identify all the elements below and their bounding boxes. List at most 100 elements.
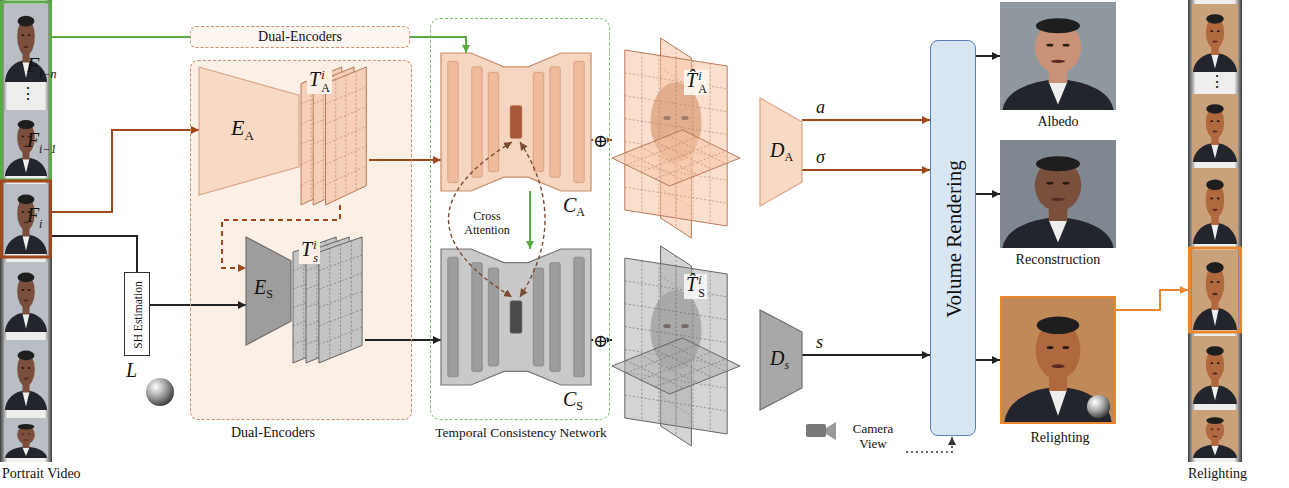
triplane-out-a: T̂iA [612,38,740,238]
portrait-mouth [1212,209,1218,211]
math-label: CA [561,195,587,218]
portrait-eye [1210,281,1213,283]
bottleneck-block [510,301,522,334]
portrait-shirt [1211,386,1218,400]
caption-label: Dual-Encoders [231,425,315,441]
label-text: L [126,359,137,381]
portrait-shirt [22,159,29,173]
decoder-s: Ds [760,310,802,410]
grid-line [641,352,711,380]
portrait-eye [1210,30,1213,32]
connector [150,304,246,306]
temporal-group: Temporal Consistency NetworkCACS [430,18,610,420]
relit-strip: Relighting [1188,0,1242,462]
portrait-suit [1193,53,1237,94]
portrait-eye [1210,120,1213,122]
connector [802,119,930,121]
trapezoid [246,237,291,345]
portrait-mouth [23,439,28,440]
encoder-s: ES [246,237,291,345]
subscript: A [698,83,707,96]
label-text: ⋮ [1209,73,1225,90]
portrait-eye [1217,362,1220,364]
plane [612,338,740,394]
connector [976,55,1000,57]
free-label: F [27,130,39,150]
portrait [1192,4,1238,94]
layer-block [488,72,499,171]
symbol-letter: D [770,139,784,161]
layer-block [472,263,483,372]
portrait-hair [18,120,35,129]
grid-line [640,147,698,175]
portrait-hair [18,424,35,430]
grid-line [340,245,341,355]
connector [802,354,930,356]
subscript: s [313,252,318,265]
trapezoid [199,67,299,195]
portrait-mouth [23,377,28,379]
superscript: i [698,274,705,287]
grid-line [625,187,727,203]
grid-line [640,355,698,383]
connector [52,130,199,212]
grid-line [641,144,711,172]
lighting-sphere [146,378,174,406]
portrait-shirt [1049,390,1067,416]
portrait-eye [28,34,31,36]
layer-block [574,257,585,377]
portrait-mouth [1051,60,1065,63]
grid-line [625,73,727,89]
portrait-mouth [23,299,28,301]
edge-label-text: a [816,97,825,117]
encoder-group: Dual-EncodersEATiAESTis [190,60,412,420]
symbol-letter: C [563,194,576,216]
portrait-shirt [22,392,29,407]
caption-label: Relighting [982,430,1138,446]
portrait-shirt [1049,220,1068,243]
portrait-shirt [1211,54,1218,68]
portrait-hair [1206,346,1223,356]
hourglass-a-shape [441,53,591,191]
grid-line [655,151,725,179]
label-text: F [27,54,39,76]
portrait-mouth [1212,40,1218,42]
frame-highlight [2,181,51,257]
portrait-hair [1206,14,1223,24]
portrait-eye [28,433,31,434]
feature-plane [319,237,362,363]
symbol-letter: C [563,388,576,410]
layer-block [472,67,483,177]
rotated-text: SH Estimation [132,281,144,348]
camera-lens [826,422,836,440]
layer-block [448,61,459,182]
grid-line [626,360,684,388]
portrait-shirt [22,314,29,329]
portrait-suit [1002,218,1113,283]
index-stack: is [313,239,318,264]
layer-block [533,268,544,366]
portrait-mouth [1212,436,1218,437]
portrait-hair [18,195,35,205]
rotated-text: Volume Rendering [943,160,965,318]
grid-line [625,304,727,320]
layer-block [533,72,544,171]
portrait-shirt [22,448,29,456]
free-label: Cross Attention [458,210,516,238]
rotated-label: SH Estimation [125,273,151,357]
grid-line [325,107,366,124]
albedo-image-shape [1000,2,1116,110]
label-text: Camera View [853,421,893,451]
portrait-hair [1206,179,1223,190]
grid-line [319,327,362,344]
cross-attention-curve [449,142,513,297]
encoder-group-fill [190,60,412,420]
portrait-hair [1206,417,1223,424]
lighting-sphere [1087,395,1110,418]
portrait-eye [28,289,31,291]
subscript: S [576,399,583,413]
label-text: i [39,217,42,231]
label-text: F [27,129,39,151]
portrait-eye [1063,182,1070,185]
